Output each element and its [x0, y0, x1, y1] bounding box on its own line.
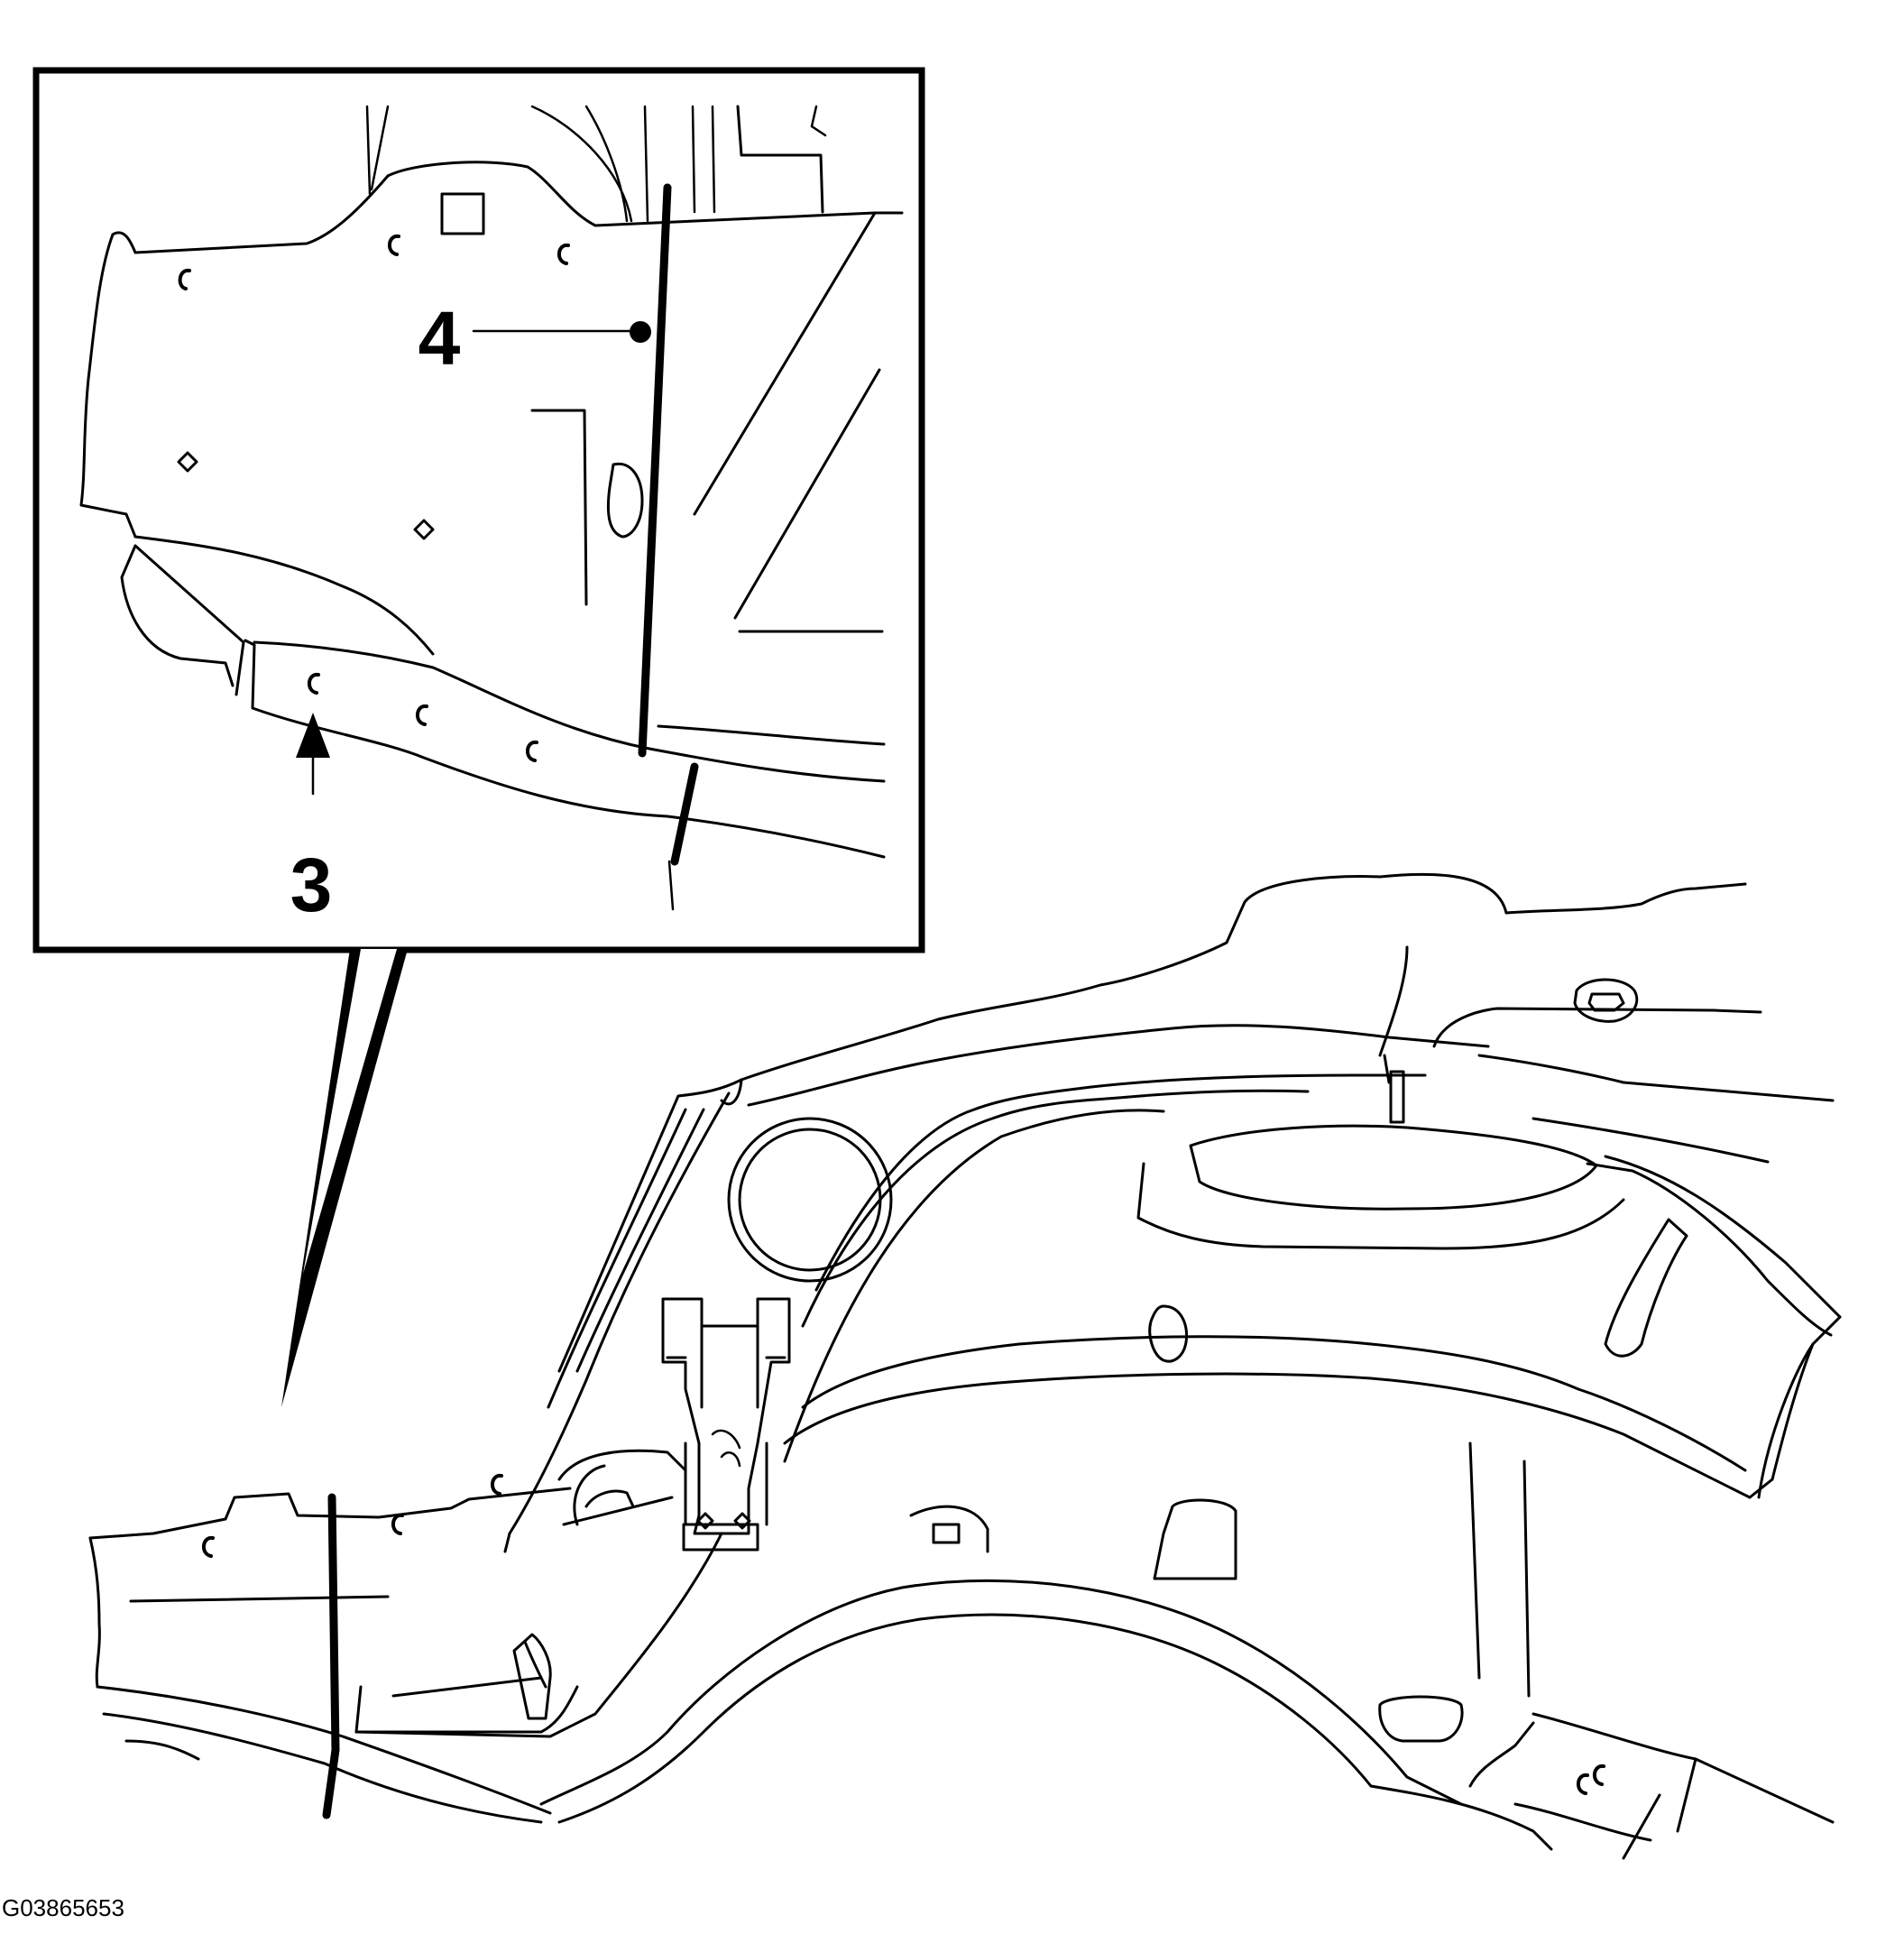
main-clip-slot: [1389, 1070, 1405, 1124]
inner-arch-3: [801, 1089, 1310, 1328]
inset-oval-hole: [606, 462, 644, 539]
inset-clip-2: [388, 234, 400, 256]
inset-panel-lower-edge: [133, 535, 435, 656]
inset-lower-rail: [244, 639, 669, 818]
inset-clip-5: [416, 704, 428, 726]
inset-diamond-2: [413, 519, 435, 540]
body-oval-hole: [1148, 1304, 1189, 1363]
callout-4-dot: [630, 321, 651, 343]
main-clip-5: [1593, 1764, 1605, 1786]
detail-inset: 4 3: [32, 67, 925, 953]
upper-right-hex-hole: [1573, 978, 1639, 1023]
inset-upper-panel: [111, 161, 904, 254]
callout-3-label: 3: [290, 843, 333, 927]
figure-id: G03865653: [2, 1894, 124, 1921]
lower-left-sill: [88, 1487, 572, 1540]
inset-clip-4: [308, 672, 320, 695]
inset-frame: [32, 67, 925, 953]
inner-arch-2: [814, 1073, 1427, 1292]
main-clip-1: [202, 1535, 215, 1558]
upper-right-opening: [1189, 1124, 1598, 1211]
callout-4-label: 4: [419, 296, 461, 381]
lower-arch-lower: [783, 1372, 1752, 1499]
main-clip-2: [391, 1513, 404, 1535]
inset-pointer: [281, 949, 408, 1407]
inset-clip-6: [526, 740, 538, 762]
main-cut-line: [322, 1493, 340, 1819]
main-body-drawing: [88, 872, 1842, 1860]
body-small-rect: [932, 1523, 961, 1544]
lower-right-slot: [1378, 1695, 1464, 1743]
main-clip-3: [491, 1473, 503, 1496]
inset-square-hole: [440, 192, 485, 235]
wheel-arch-inner: [557, 1613, 1373, 1824]
inset-background-lines: [365, 105, 827, 223]
main-clip-4: [1577, 1773, 1589, 1795]
wheel-arch-outer: [539, 1579, 1463, 1806]
inset-cut-line: [638, 183, 699, 866]
roof-upper-edge: [740, 872, 1747, 1082]
inset-clip-3: [557, 243, 570, 265]
pillar-outer-edge: [508, 1091, 731, 1535]
inner-arch-1: [747, 1024, 1490, 1107]
callout-3-arrowhead: [296, 713, 330, 758]
fuel-filler-opening-inner: [738, 1128, 882, 1272]
central-bracket: [661, 1297, 791, 1552]
lower-arch-upper: [801, 1335, 1747, 1472]
inset-clip-1: [178, 268, 191, 290]
fuel-filler-opening-outer: [727, 1117, 893, 1283]
inset-diamond-1: [177, 451, 198, 473]
inset-panel-left-edge: [79, 233, 137, 539]
